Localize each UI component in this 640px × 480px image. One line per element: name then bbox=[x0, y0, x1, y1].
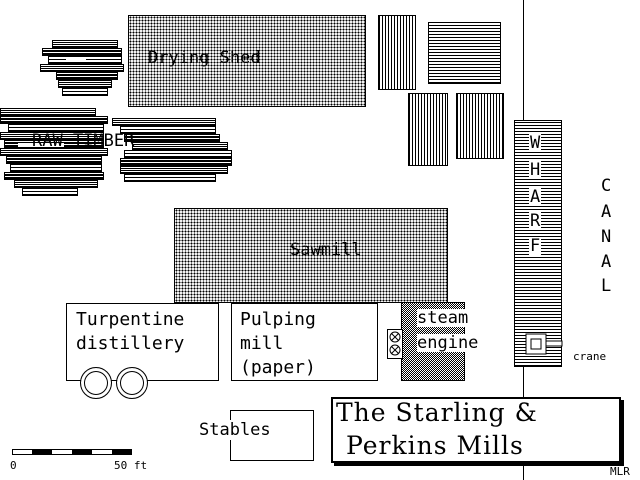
steam-label-line1: steam bbox=[417, 308, 469, 328]
sawmill-building bbox=[174, 208, 448, 303]
pulping-label-line3: (paper) bbox=[240, 357, 316, 378]
sawmill-label: Sawmill bbox=[290, 240, 362, 260]
raw-timber-label: RAW TIMBER bbox=[32, 131, 135, 151]
lumber-stack bbox=[408, 93, 448, 166]
title-block bbox=[331, 397, 621, 463]
drying-shed-label: Drying Shed bbox=[148, 48, 261, 68]
title-line2: Perkins Mills bbox=[346, 431, 524, 460]
steam-label-line2: engine bbox=[417, 333, 479, 353]
scale-end-label: 50 ft bbox=[114, 459, 148, 472]
drying-shed-building bbox=[128, 15, 366, 107]
turpentine-label-line1: Turpentine bbox=[76, 309, 185, 330]
stables-label: Stables bbox=[199, 420, 271, 440]
title-line1: The Starling & bbox=[336, 398, 538, 427]
turpentine-label-line2: distillery bbox=[76, 333, 185, 354]
crane-icon bbox=[524, 328, 564, 360]
lumber-stack bbox=[456, 93, 504, 159]
lumber-stack bbox=[428, 22, 501, 84]
crane-label: crane bbox=[573, 350, 607, 363]
lumber-stack bbox=[378, 15, 416, 90]
still-tank-right bbox=[116, 367, 148, 399]
pulping-mill-building bbox=[231, 303, 378, 381]
still-tank-left bbox=[80, 367, 112, 399]
boiler-icon bbox=[387, 329, 403, 359]
pulping-label-line2: mill bbox=[240, 333, 284, 354]
author-mark: MLR bbox=[610, 465, 630, 478]
scale-start-label: 0 bbox=[10, 459, 17, 472]
pulping-label-line1: Pulping bbox=[240, 309, 316, 330]
